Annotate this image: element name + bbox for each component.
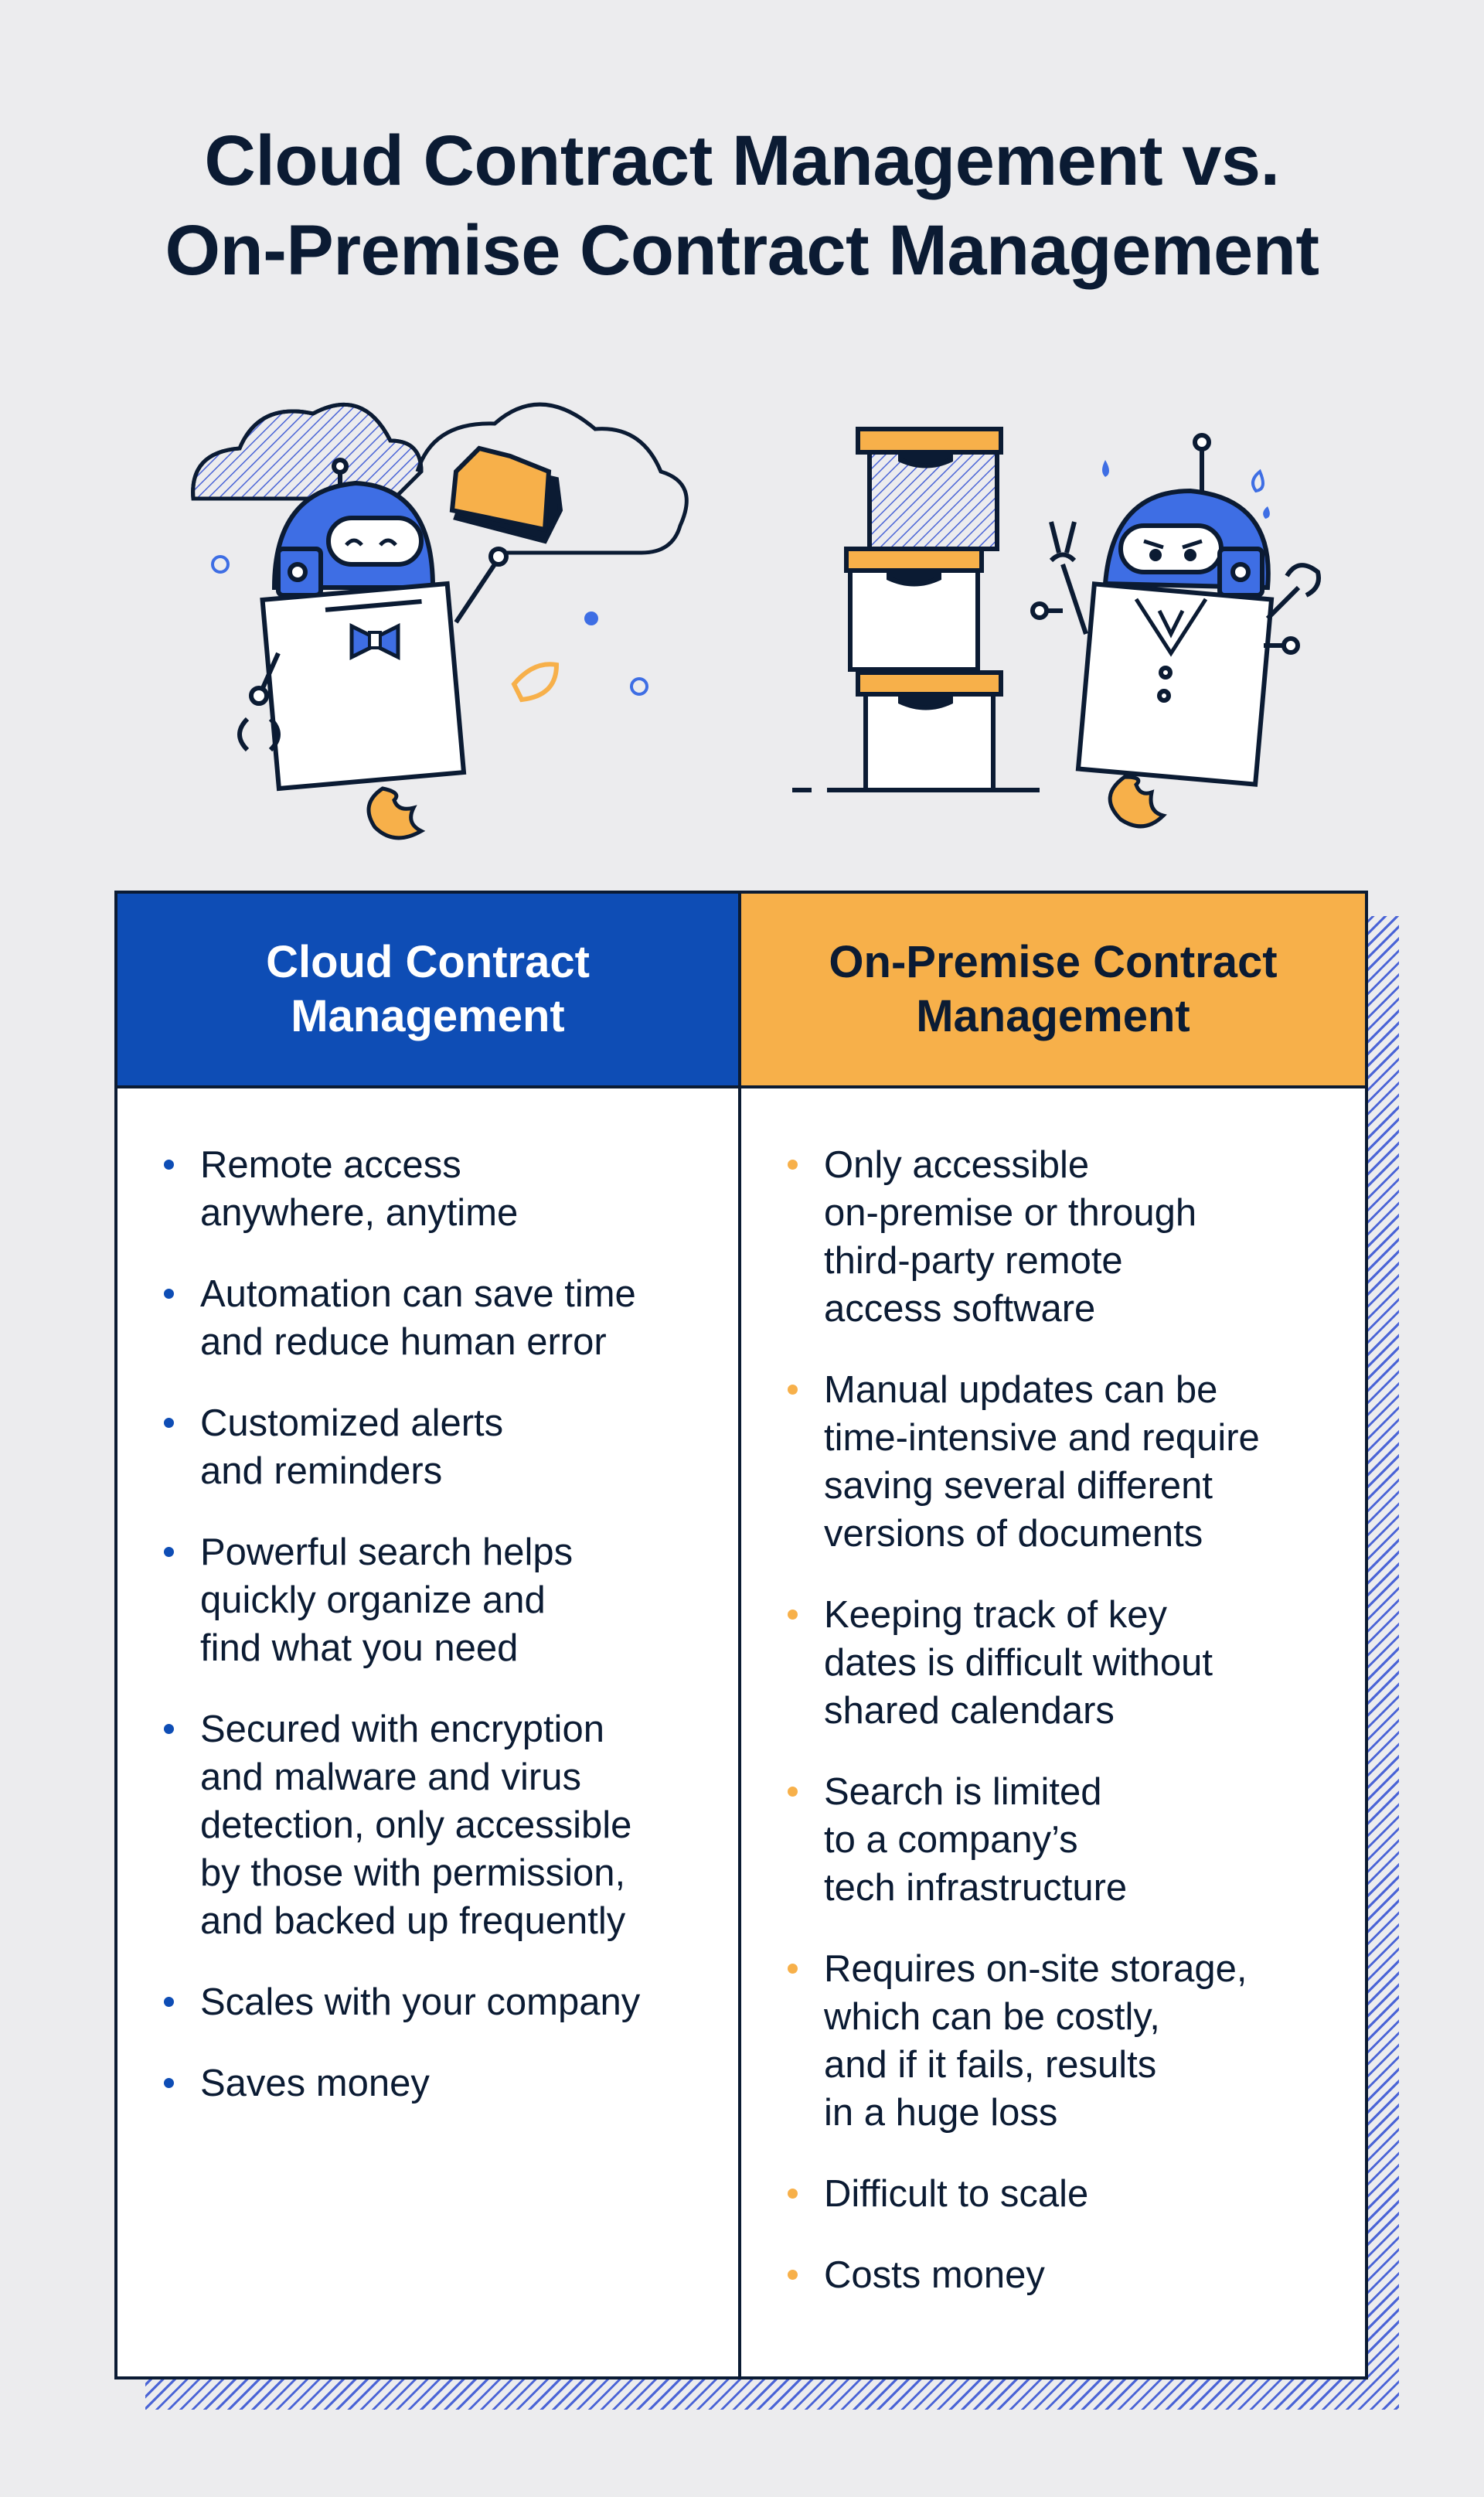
list-item-line: access software	[824, 1288, 1096, 1330]
list-item: Search is limited to a company’s tech infr…	[788, 1768, 1334, 1912]
list-item-line: Costs money	[824, 2254, 1045, 2296]
cloud-header-line-2: Management	[291, 991, 565, 1041]
list-item-line: Saves money	[200, 2063, 430, 2104]
sweat-drop-icon	[1263, 506, 1270, 519]
folder-icon	[449, 445, 563, 544]
list-item-line: shared calendars	[824, 1690, 1115, 1732]
leaf-icon	[511, 662, 560, 703]
title-line-1: Cloud Contract Management vs.	[204, 121, 1280, 200]
comparison-table: Cloud Contract Management On-Premise Con…	[114, 891, 1368, 2379]
dot-icon	[630, 677, 648, 696]
dot-icon	[584, 611, 598, 625]
list-item: Manual updates can be time-intensive and …	[788, 1366, 1334, 1558]
title-line-2: On-Premise Contract Management	[165, 211, 1319, 290]
cloud-header-line-1: Cloud Contract	[266, 937, 590, 987]
sweat-drop-icon	[1251, 468, 1264, 493]
dot-icon	[211, 555, 230, 574]
list-item-line: saving several different	[824, 1465, 1213, 1507]
flame-icon	[366, 786, 426, 840]
list-item-line: and malware and virus	[200, 1756, 581, 1798]
list-item-line: Customized alerts	[200, 1402, 504, 1444]
list-item-line: and if it fails, results	[824, 2044, 1157, 2086]
list-item-line: time-intensive and require	[824, 1417, 1260, 1459]
list-item: Customized alerts and reminders	[164, 1399, 707, 1495]
list-item-line: and reminders	[200, 1450, 443, 1492]
cloud-column-header: Cloud Contract Management	[117, 894, 741, 1088]
list-item-line: Keeping track of key	[824, 1594, 1167, 1636]
list-item-line: Automation can save time	[200, 1273, 636, 1315]
list-item-line: quickly organize and	[200, 1579, 546, 1621]
list-item-line: Search is limited	[824, 1771, 1102, 1813]
happy-robot-icon	[237, 458, 509, 792]
list-item-line: versions of documents	[824, 1513, 1203, 1555]
list-item: Difficult to scale	[788, 2170, 1334, 2218]
list-item-line: Requires on-site storage,	[824, 1948, 1247, 1990]
on-premise-column-header: On-Premise Contract Management	[741, 894, 1365, 1088]
list-item-line: and reduce human error	[200, 1321, 607, 1363]
list-item-line: detection, only accessible	[200, 1804, 632, 1846]
list-item-line: Secured with encryption	[200, 1708, 604, 1750]
robots-illustration	[191, 402, 1321, 840]
list-item-line: dates is difficult without	[824, 1642, 1213, 1684]
on-premise-header-line-1: On-Premise Contract	[829, 937, 1278, 987]
list-item: Requires on-site storage, which can be co…	[788, 1945, 1334, 2137]
list-item-line: find what you need	[200, 1627, 519, 1669]
flame-icon	[1108, 775, 1167, 829]
list-item-line: Only accessible	[824, 1144, 1090, 1186]
list-item: Keeping track of key dates is difficult w…	[788, 1591, 1334, 1735]
list-item: Costs money	[788, 2251, 1334, 2299]
on-premise-column: Only accessible on-premise or through thir…	[741, 1088, 1365, 2376]
sweat-drop-icon	[1102, 460, 1109, 477]
list-item: Scales with your company	[164, 1978, 707, 2026]
list-item-line: in a huge loss	[824, 2092, 1058, 2134]
list-item-line: which can be costly,	[824, 1996, 1160, 2038]
list-item-line: by those with permission,	[200, 1852, 626, 1894]
list-item-line: anywhere, anytime	[200, 1192, 519, 1234]
on-premise-drawbacks-list: Only accessible on-premise or through thir…	[788, 1141, 1334, 2299]
worried-robot-icon	[1030, 433, 1321, 787]
on-premise-header-line-2: Management	[916, 991, 1190, 1041]
list-item-line: Remote access	[200, 1144, 461, 1186]
list-item: Saves money	[164, 2059, 707, 2107]
list-item: Remote access anywhere, anytime	[164, 1141, 707, 1237]
list-item-line: on-premise or through	[824, 1192, 1197, 1234]
list-item-line: Difficult to scale	[824, 2173, 1089, 2215]
list-item-line: third-party remote	[824, 1240, 1123, 1282]
list-item-line: and backed up frequently	[200, 1900, 626, 1942]
page-title: Cloud Contract Management vs. On-Premise…	[0, 116, 1484, 295]
list-item-line: Manual updates can be	[824, 1369, 1218, 1411]
list-item-line: to a company’s	[824, 1819, 1078, 1861]
list-item: Secured with encryption and malware and v…	[164, 1705, 707, 1945]
list-item-line: tech infrastructure	[824, 1867, 1128, 1909]
list-item-line: Powerful search helps	[200, 1531, 574, 1573]
list-item: Only accessible on-premise or through thir…	[788, 1141, 1334, 1333]
list-item-line: Scales with your company	[200, 1981, 641, 2023]
cloud-icon	[191, 402, 689, 555]
list-item: Powerful search helps quickly organize an…	[164, 1528, 707, 1672]
list-item: Automation can save time and reduce human…	[164, 1270, 707, 1366]
filing-cabinets-icon	[792, 427, 1040, 792]
